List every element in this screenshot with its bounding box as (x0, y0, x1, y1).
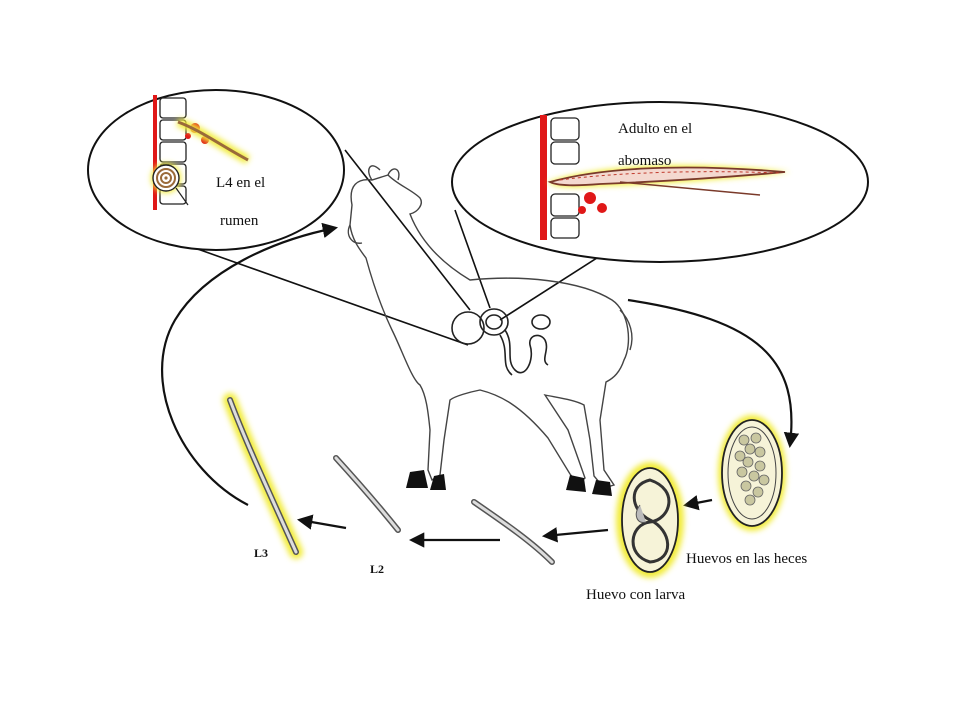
label-l3: L3 (254, 546, 269, 560)
adult-worm-icon (547, 166, 786, 187)
sheep-icon (347, 165, 633, 489)
l2-larva-icon (333, 455, 401, 533)
label-eggs-feces: Huevos en las heces (686, 551, 808, 567)
rumen-wall-icon (153, 95, 157, 210)
arrow-l2-to-l3 (296, 514, 347, 530)
label-adult-line2: abomaso (618, 153, 672, 169)
arrow-feces-to-egg-larva (682, 495, 713, 511)
egg-in-feces-icon (718, 415, 786, 531)
coiled-larva-icon (151, 163, 181, 193)
callout-l4-rumen (87, 89, 345, 251)
label-l2: L2 (370, 562, 385, 576)
cycle-arrows (160, 222, 800, 548)
adult-hemorrhage-icon (578, 192, 607, 214)
label-adult-line1: Adulto en el (618, 121, 693, 137)
callout-adult-abomasum (451, 101, 869, 263)
abomasum-wall-icon (540, 115, 547, 240)
arrow-host-to-feces (627, 298, 800, 449)
abomasum-cells-icon (550, 117, 580, 239)
digestive-tract-icon (451, 308, 551, 376)
l1-larva-icon (471, 499, 555, 565)
label-l4-line1: L4 en el (216, 175, 266, 191)
arrow-egg-to-l1 (541, 527, 609, 543)
label-egg-larva: Huevo con larva (586, 587, 686, 603)
label-l4-line2: rumen (220, 213, 259, 229)
arrow-l3-to-host (160, 222, 339, 506)
sheep-hooves-icon (406, 470, 612, 496)
l3-larva-icon (223, 393, 303, 559)
egg-with-larva-icon (616, 462, 684, 578)
